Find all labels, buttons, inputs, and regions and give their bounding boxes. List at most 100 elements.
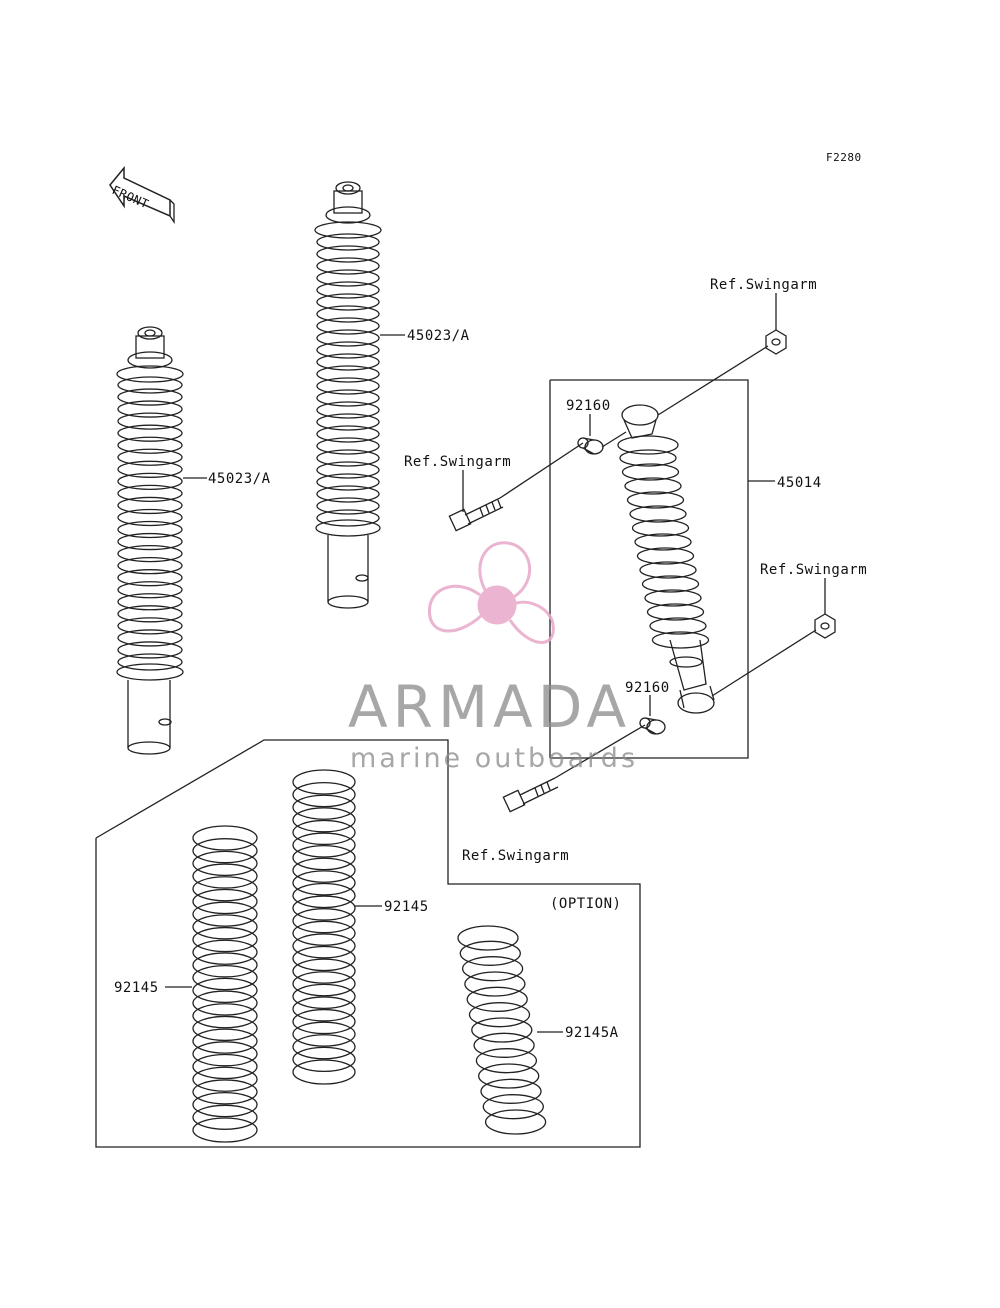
spring-coil [117,653,183,671]
spring-coil [192,977,258,1003]
spring-coil [316,257,380,275]
spring-coil [292,920,356,946]
spring-coil [316,305,380,323]
spring-coil [646,603,705,621]
diagram-code: F2280 [826,151,862,164]
spring-coil [192,901,258,927]
spring-coil [117,496,183,515]
spring-coil [316,437,380,455]
spring-coil [316,401,380,419]
spring-coil [316,269,380,287]
spring-on-shock-45014 [619,449,710,649]
spring-coil [316,509,380,527]
spring-coil [117,557,183,575]
spring-coil [117,617,183,635]
spring-coil [117,460,183,478]
watermark-title: ARMADA [348,673,632,741]
spring-on-shock-left [117,376,183,671]
spring-coil [117,412,183,430]
spring-coil [292,870,356,896]
spring-coil [292,1008,356,1035]
spring-coil [292,882,356,909]
spring-coil [292,1021,356,1047]
spring-coil [316,377,380,395]
spring-coil [478,1063,540,1089]
spring-coil [316,341,380,359]
spring-coil [484,1109,547,1135]
spring-coil [292,895,356,921]
spring-coil [117,520,183,539]
spring-coil [292,945,356,972]
spring-coil [292,807,356,833]
spring-coil [457,925,519,951]
spring-coil [117,593,183,611]
nut-upper [765,329,787,355]
spring-coil [316,317,380,335]
spring-coil [192,1028,258,1054]
spring-coil [192,1066,258,1092]
spring-coil [192,850,258,877]
spring-coil [117,605,183,623]
ref-swingarm-top: Ref.Swingarm [710,277,818,293]
watermark-subtitle: marine outboards [350,743,639,774]
spring-coil [192,1104,258,1130]
upper-bolt [448,497,504,532]
spring-coil [316,473,380,491]
ref-swingarm-right: Ref.Swingarm [760,562,868,578]
spring-coil [316,497,380,515]
shock-absorber-45014 [617,404,715,714]
spring-coil [316,293,380,311]
spring-coil [316,413,380,431]
spring-coil [475,1048,538,1074]
spring-coil [292,983,356,1009]
spring-coil [636,547,695,565]
spring-coil [192,965,258,991]
label-spring-option: 92145A [565,1025,619,1041]
spring-coil [192,926,258,953]
label-bushing-top: 92160 [566,398,611,414]
spring-coil [316,245,380,263]
spring-coil [466,986,528,1012]
label-shock-left: 45023/A [208,471,271,487]
spring-coil [192,863,258,889]
spring-coil [292,832,356,858]
spring-coil [192,1053,258,1080]
spring-coil [649,617,707,635]
spring-coil [117,484,183,503]
spring-coil [192,888,258,915]
spring-coil [292,1034,356,1060]
spring-coil [117,629,183,647]
spring-coil [192,1041,258,1067]
spring-coil [192,914,258,940]
spring-coil [461,956,524,982]
spring-coil [292,933,356,959]
spring-on-shock-upper [316,233,380,527]
spring-coil [316,449,380,467]
option-label: (OPTION) [550,896,622,912]
bushing-lower [639,717,666,735]
spring-coil [316,353,380,371]
spring-coil [192,990,258,1016]
spring-coil [473,1032,535,1058]
spring-coil [192,1079,258,1105]
spring-92145A-option [457,925,547,1135]
spring-coil [192,1091,258,1118]
spring-coil [316,389,380,407]
ref-swingarm-mid: Ref.Swingarm [404,454,512,470]
spring-coil [117,532,183,551]
spring-coil [316,281,380,299]
ref-swingarm-bottom: Ref.Swingarm [462,848,570,864]
spring-coil [192,838,258,864]
spring-coil [639,561,697,579]
spring-coil [459,940,521,966]
spring-coil [629,505,687,523]
spring-coil [117,641,183,659]
spring-coil [316,365,380,383]
spring-coil [631,519,690,537]
shock-absorber-upper [314,181,382,609]
spring-coil [117,388,183,406]
spring-coil [634,533,692,551]
spring-coil [651,631,710,649]
spring-coil [316,233,380,251]
